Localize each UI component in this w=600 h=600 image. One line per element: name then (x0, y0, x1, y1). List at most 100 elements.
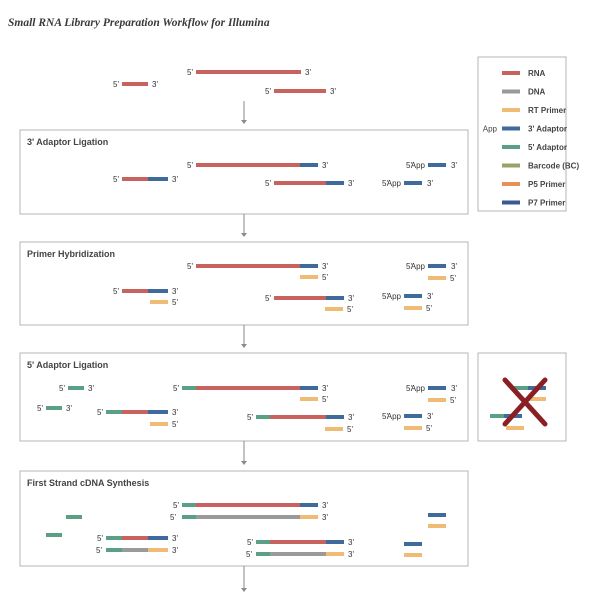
cdna-medium-rna-strand-adaptor-5-segment (256, 540, 270, 544)
app-label: App (411, 384, 426, 393)
three-prime-label: 3' (348, 179, 354, 188)
hybridized-medium-molecule-adaptor-3-segment (326, 296, 344, 300)
legend-label-rna: RNA (528, 69, 546, 78)
legend-label-p5: P5 Primer (528, 180, 565, 189)
five-prime-label: 5' (265, 87, 271, 96)
hybridized-medium-molecule-rna-segment (274, 296, 326, 300)
legend-swatch (502, 200, 520, 205)
app-label: App (387, 292, 402, 301)
full-medium-molecule-rna-segment (270, 415, 326, 419)
full-medium-molecule-adaptor-5-segment (256, 415, 270, 419)
five-prime-label: 5' (187, 161, 193, 170)
cdna-short-rna-strand-adaptor-3-segment (148, 536, 168, 540)
cdna-short-dna-strand-adaptor-5-segment (106, 548, 122, 552)
cdna-medium-dna-strand-adaptor-5-segment (256, 552, 270, 556)
app-label: App (387, 179, 402, 188)
three-prime-label: 3' (427, 179, 433, 188)
ligated-long-molecule-adaptor-3-segment (300, 163, 318, 167)
full-long-molecule-adaptor-5-segment (182, 386, 196, 390)
three-prime-label: 3' (348, 550, 354, 559)
step-title: 3' Adaptor Ligation (27, 137, 108, 147)
cdna-short-rna-strand-adaptor-5-segment (106, 536, 122, 540)
five-prime-label: 5' (450, 274, 456, 283)
flow-arrow-head (241, 461, 247, 465)
rt-primer (428, 398, 446, 402)
legend-label-barcode: Barcode (BC) (528, 162, 579, 171)
three-prime-label: 3' (322, 384, 328, 393)
cdna-medium-dna-strand-rt-primer-segment (326, 552, 344, 556)
full-long-molecule-adaptor-3-segment (300, 386, 318, 390)
full-medium-molecule-adaptor-3-segment (326, 415, 344, 419)
rt-primer (404, 306, 422, 310)
three-prime-label: 3' (172, 534, 178, 543)
three-prime-label: 3' (427, 412, 433, 421)
step-title: 5' Adaptor Ligation (27, 360, 108, 370)
dimer-upper-adaptor-5-segment (514, 386, 528, 390)
ligated-medium-molecule-adaptor-3-segment (326, 181, 344, 185)
hybridized-long-molecule-rna-segment (196, 264, 300, 268)
five-prime-label: 5' (322, 395, 328, 404)
rt-primer (150, 422, 168, 426)
hybridized-short-molecule-rna-segment (122, 289, 148, 293)
free-3-adaptor-adaptor-3-segment (404, 294, 422, 298)
free-3-adaptor-adaptor-3-segment (428, 386, 446, 390)
five-prime-label: 5' (172, 298, 178, 307)
cdna-short-dna-strand-dna-segment (122, 548, 148, 552)
five-prime-label: 5' (37, 404, 43, 413)
free-5-adaptor-adaptor-5-segment (68, 386, 84, 390)
full-long-molecule-rna-segment (196, 386, 300, 390)
rt-primer (325, 427, 343, 431)
rt-primer (300, 397, 318, 401)
rt-primer (404, 426, 422, 430)
five-prime-label: 5' (426, 304, 432, 313)
three-prime-label: 3' (348, 413, 354, 422)
three-prime-label: 3' (330, 87, 336, 96)
three-prime-label: 3' (451, 384, 457, 393)
three-prime-label: 3' (305, 68, 311, 77)
rt-primer (150, 300, 168, 304)
five-prime-label: 5' (96, 546, 102, 555)
cdna-short-rna-strand-rna-segment (122, 536, 148, 540)
legend-swatch (502, 182, 520, 186)
app-label: App (411, 262, 426, 271)
full-short-molecule-rna-segment (122, 410, 148, 414)
three-prime-label: 3' (322, 513, 328, 522)
flow-arrow-head (241, 588, 247, 592)
hybridized-short-molecule-adaptor-3-segment (148, 289, 168, 293)
rt-primer (404, 553, 422, 557)
three-prime-label: 3' (427, 292, 433, 301)
five-prime-label: 5' (97, 534, 103, 543)
three-prime-label: 3' (322, 262, 328, 271)
five-prime-label: 5' (406, 384, 412, 393)
five-prime-label: 5' (406, 262, 412, 271)
rt-primer (428, 524, 446, 528)
cross-mark (502, 377, 548, 427)
step-title: First Strand cDNA Synthesis (27, 478, 149, 488)
dimer-rt-primer (528, 397, 546, 401)
five-prime-label: 5' (97, 408, 103, 417)
five-prime-label: 5' (247, 413, 253, 422)
five-prime-label: 5' (322, 273, 328, 282)
ligated-medium-molecule-rna-segment (274, 181, 326, 185)
five-prime-label: 5' (265, 294, 271, 303)
legend-swatch (502, 145, 520, 149)
five-prime-label: 5' (187, 68, 193, 77)
ligated-short-molecule-adaptor-3-segment (148, 177, 168, 181)
three-prime-label: 3' (451, 161, 457, 170)
legend-swatch (502, 89, 520, 94)
app-label: App (387, 412, 402, 421)
long-rna-molecule-rna-segment (196, 70, 301, 74)
full-short-molecule-adaptor-5-segment (106, 410, 122, 414)
flow-arrow-head (241, 344, 247, 348)
ligated-short-molecule-rna-segment (122, 177, 148, 181)
ligated-long-molecule-rna-segment (196, 163, 300, 167)
free-3-adaptor (428, 513, 446, 517)
cdna-long-rna-strand-rna-segment (196, 503, 300, 507)
hybridized-long-molecule-adaptor-3-segment (300, 264, 318, 268)
diagram-title: Small RNA Library Preparation Workflow f… (8, 17, 270, 29)
five-prime-label: 5' (173, 501, 179, 510)
three-prime-label: 3' (172, 546, 178, 555)
dimer-rt-primer (506, 426, 524, 430)
five-prime-label: 5' (382, 412, 388, 421)
free-3-adaptor-adaptor-3-segment (404, 414, 422, 418)
